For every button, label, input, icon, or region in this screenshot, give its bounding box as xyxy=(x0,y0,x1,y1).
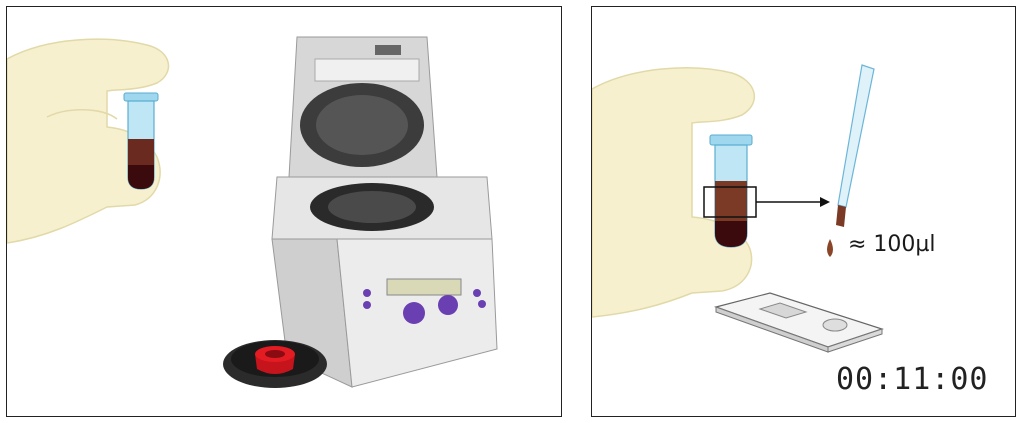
drop-icon xyxy=(827,239,833,257)
centrifuge-illustration xyxy=(7,7,563,418)
microtube-icon xyxy=(124,93,158,189)
sampling-illustration xyxy=(592,7,1017,418)
microtube-icon xyxy=(704,135,830,247)
pipette-icon xyxy=(836,65,874,227)
test-cassette-icon xyxy=(716,293,882,352)
timer-display: 00:11:00 xyxy=(836,362,989,397)
tube-cap xyxy=(223,340,327,388)
centrifuge-icon xyxy=(272,37,497,387)
sampling-panel: ≈ 100µl 00:11:00 xyxy=(591,6,1016,417)
centrifuge-panel xyxy=(6,6,562,417)
volume-label: ≈ 100µl xyxy=(848,232,936,257)
